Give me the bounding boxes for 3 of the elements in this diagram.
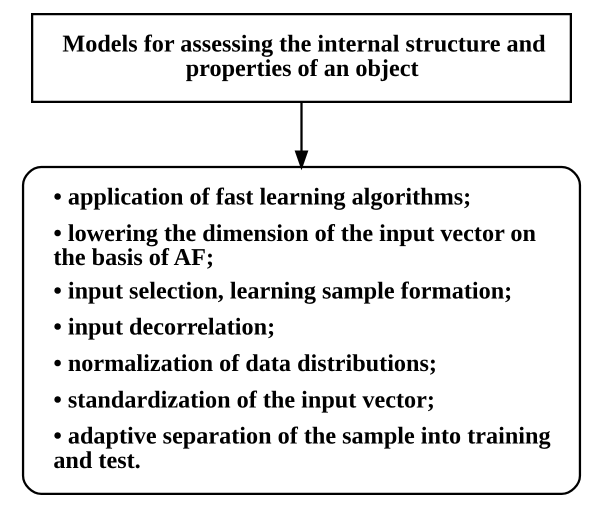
node-box: Models for assessing the internal structure and properties of an object	[30, 13, 572, 104]
arrow	[294, 102, 308, 170]
node-box: • application of fast learning algorithms; • lowering the dimension of the input vector on the basis of AF; • input selection, learning sample formation; • input decorrelation; • normalization of data distributions; • standardization of the input vector; • adaptive separation of the sample into training and test.	[21, 166, 581, 495]
